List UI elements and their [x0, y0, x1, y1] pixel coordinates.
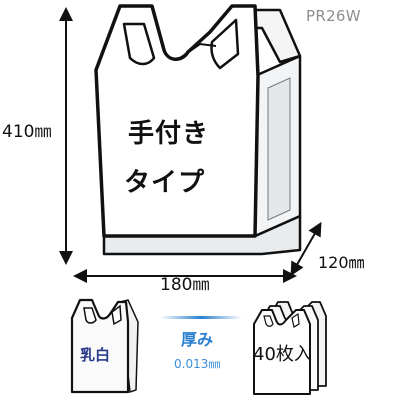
- bag-side-fold: [267, 77, 291, 221]
- product-code: PR26W: [306, 7, 361, 25]
- quantity-label: 40枚入: [253, 344, 312, 365]
- bag-type-label-line1: 手付き: [128, 119, 210, 149]
- bag-inner-fold: [179, 42, 217, 59]
- bag-stack-icon: [253, 301, 327, 395]
- bag-handle-hole-left: [122, 22, 156, 66]
- bag-type-label-line2: タイプ: [124, 168, 206, 198]
- bag-handle-hole-right: [210, 18, 240, 70]
- small-bag-color-sample: [70, 298, 139, 394]
- color-label: 乳白: [80, 346, 111, 364]
- depth-dimension-label: 120㎜: [318, 253, 365, 272]
- width-dimension-label: 180㎜: [160, 275, 210, 295]
- thickness-label: 厚み: [181, 330, 214, 349]
- thickness-accent-line: [160, 316, 242, 319]
- thickness-value: 0.013㎜: [174, 357, 221, 371]
- depth-arrow: [290, 221, 322, 277]
- height-dimension-label: 410㎜: [2, 122, 52, 142]
